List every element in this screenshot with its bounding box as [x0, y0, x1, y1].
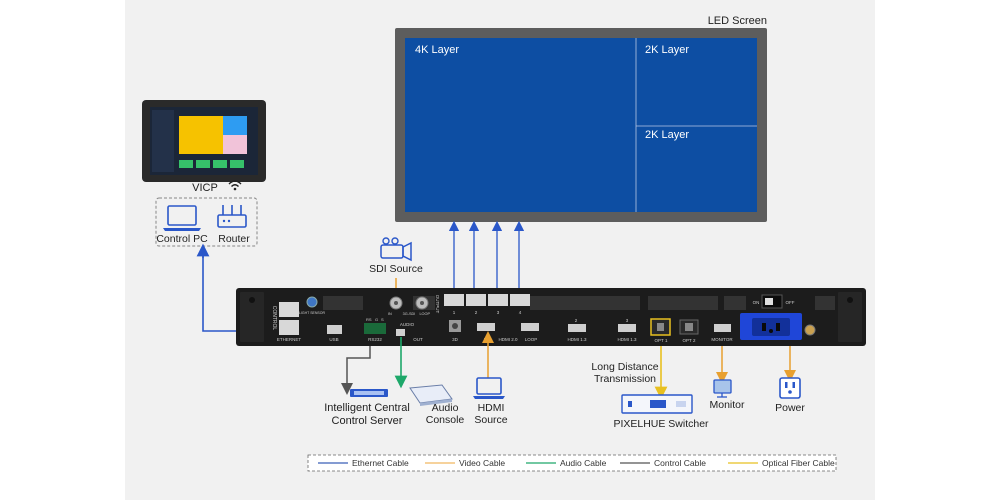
- central-control-server: Intelligent Central Control Server: [324, 389, 410, 427]
- output-port-3[interactable]: [488, 294, 508, 306]
- rs232-port[interactable]: [364, 323, 386, 334]
- hdmi13-b-port[interactable]: [618, 324, 636, 332]
- opt1-label: OPT 1: [655, 338, 668, 343]
- audio-console: Audio Console: [409, 384, 465, 426]
- power-on-label: ON: [753, 300, 760, 305]
- video-processor-device: CONTROL ETHERNET LIGHT SENSOR USB RS: [236, 288, 866, 346]
- monitor-port-label: MONITOR: [711, 337, 733, 342]
- legend: Ethernet Cable Video Cable Audio Cable Cont…: [307, 454, 837, 472]
- hdmi13-a-number: 2: [575, 318, 578, 323]
- legend-label-4: Optical Fiber Cable: [762, 458, 835, 468]
- hdmi13-b-label: HDMI 1.3: [617, 337, 637, 342]
- legend-label-1: Video Cable: [459, 458, 505, 468]
- power-label: Power: [775, 402, 805, 414]
- usb-port[interactable]: [327, 325, 342, 334]
- audio-label: AUDIO: [400, 322, 415, 327]
- output-port-4[interactable]: [510, 294, 530, 306]
- hdmi20-mid-label: HDMI 2.0: [498, 337, 518, 342]
- pixelhue-switcher-label: PIXELHUE Switcher: [613, 418, 709, 430]
- vicp-label: VICP: [192, 182, 218, 194]
- hdmi-source-label-1: HDMI: [478, 402, 505, 414]
- ground-terminal-icon: [804, 324, 816, 336]
- power-outlet-icon: [779, 377, 801, 399]
- output-port-2[interactable]: [466, 294, 486, 306]
- hdmi-source-label-2: Source: [474, 414, 507, 426]
- three-d-label: 3D: [452, 337, 459, 342]
- laptop-icon: [163, 205, 201, 231]
- long-distance-label-2: Transmission: [594, 373, 656, 385]
- ethernet-port-1[interactable]: [279, 302, 299, 317]
- hdmi13-a-port[interactable]: [568, 324, 586, 332]
- legend-label-3: Control Cable: [654, 458, 706, 468]
- hdmi-source: HDMI Source: [473, 377, 508, 426]
- control-group: Control PC Router: [155, 197, 258, 247]
- monitor-port[interactable]: [714, 324, 731, 332]
- usb-port-label: USB: [329, 337, 338, 342]
- sdi-source: SDI Source: [369, 237, 423, 275]
- control-cable: [341, 346, 371, 395]
- light-sensor-icon: [306, 296, 318, 308]
- led-screen: LED Screen 4K Layer 2K Layer 2K Layer: [395, 15, 767, 222]
- wifi-icon: [228, 180, 242, 191]
- camera-icon: [380, 237, 412, 262]
- led-screen-display: [405, 38, 757, 212]
- rs-label-3: S: [381, 317, 384, 322]
- hdmi20-loop-port[interactable]: [521, 323, 539, 331]
- layer-2k-bottom-label: 2K Layer: [645, 129, 689, 141]
- sdi-loop-label: LOOP: [419, 312, 430, 316]
- control-pc-label: Control PC: [156, 233, 208, 245]
- legend-box: [307, 454, 837, 472]
- rs232-port-label: RS232: [368, 337, 382, 342]
- vicp-tablet: VICP: [142, 100, 266, 194]
- legend-label-0: Ethernet Cable: [352, 458, 409, 468]
- pixelhue-switcher: PIXELHUE Switcher: [613, 394, 709, 430]
- layer-4k-label: 4K Layer: [415, 44, 459, 56]
- led-screen-title: LED Screen: [708, 15, 767, 27]
- output-port-1[interactable]: [444, 294, 464, 306]
- output-ethernet-links: [448, 220, 525, 292]
- hdmi13-a-label: HDMI 1.3: [567, 337, 587, 342]
- router-icon: [217, 205, 247, 228]
- legend-label-2: Audio Cable: [560, 458, 607, 468]
- ethernet-port-2[interactable]: [279, 320, 299, 335]
- monitor-icon: [713, 379, 732, 398]
- layer-2k-top-label: 2K Layer: [645, 44, 689, 56]
- router-label: Router: [218, 233, 250, 245]
- light-sensor-label: LIGHT SENSOR: [299, 311, 325, 315]
- monitor: Monitor: [709, 379, 745, 411]
- sdi-mid-label: 3G-SDI: [403, 312, 416, 316]
- control-tag: CONTROL: [271, 306, 277, 331]
- central-server-label-2: Control Server: [332, 415, 403, 427]
- output-tag: OUTPUT: [435, 295, 440, 314]
- hdmi20-loop-label: LOOP: [525, 337, 538, 342]
- hdmi20-in-port[interactable]: [477, 323, 495, 331]
- port-number-3: 3: [497, 310, 500, 315]
- ethernet-port-label: ETHERNET: [277, 337, 302, 342]
- hdmi13-b-number: 3: [626, 318, 629, 323]
- sdi-source-label: SDI Source: [369, 263, 423, 275]
- audio-out-label: OUT: [413, 337, 423, 342]
- port-number-4: 4: [519, 310, 522, 315]
- power-off-label: OFF: [786, 300, 795, 305]
- port-number-1: 1: [453, 310, 456, 315]
- rs-label-1: RS: [366, 317, 372, 322]
- long-distance-label-1: Long Distance: [591, 361, 658, 373]
- central-server-label-1: Intelligent Central: [324, 402, 410, 414]
- power: Power: [775, 377, 805, 414]
- monitor-label: Monitor: [709, 399, 745, 411]
- audio-console-label-1: Audio: [432, 402, 459, 414]
- rs-label-2: G: [375, 317, 378, 322]
- audio-console-label-2: Console: [426, 414, 465, 426]
- sdi-in-label: IN: [388, 312, 392, 316]
- port-number-2: 2: [475, 310, 478, 315]
- opt2-label: OPT 2: [683, 338, 696, 343]
- audio-in-port[interactable]: [396, 329, 405, 336]
- hdmi-laptop-icon: [473, 377, 505, 399]
